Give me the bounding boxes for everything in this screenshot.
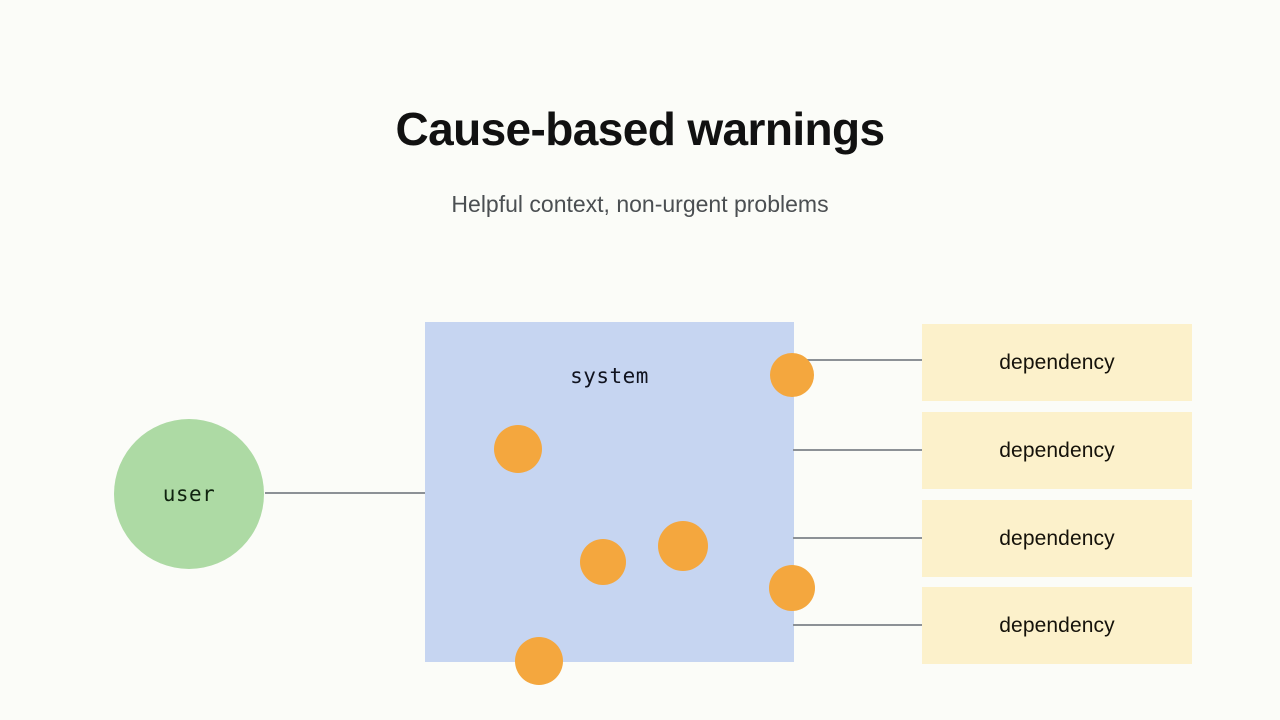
page-subtitle: Helpful context, non-urgent problems — [451, 191, 829, 217]
connector-system-to-dependency-4 — [793, 624, 922, 626]
dependency-node-label: dependency — [999, 350, 1115, 374]
user-node-label: user — [162, 482, 216, 506]
connector-system-to-dependency-1 — [793, 359, 922, 361]
dependency-node-label: dependency — [999, 526, 1115, 550]
problem-dot-icon — [580, 539, 626, 585]
connector-system-to-dependency-3 — [793, 537, 922, 539]
problem-dot-icon — [769, 565, 815, 611]
problem-dot-icon — [658, 521, 708, 571]
problem-dot-icon — [770, 353, 814, 397]
system-node-label: system — [570, 364, 649, 388]
problem-dot-icon — [515, 637, 563, 685]
dependency-node-label: dependency — [999, 613, 1115, 637]
dependency-node-2[interactable]: dependency — [922, 412, 1192, 489]
user-node[interactable]: user — [114, 419, 264, 569]
connector-user-to-system — [265, 492, 425, 494]
dependency-node-1[interactable]: dependency — [922, 324, 1192, 401]
dependency-node-3[interactable]: dependency — [922, 500, 1192, 577]
page-title: Cause-based warnings — [395, 103, 885, 155]
problem-dot-icon — [494, 425, 542, 473]
dependency-node-label: dependency — [999, 438, 1115, 462]
system-node[interactable]: system — [425, 322, 794, 662]
connector-system-to-dependency-2 — [793, 449, 922, 451]
dependency-node-4[interactable]: dependency — [922, 587, 1192, 664]
